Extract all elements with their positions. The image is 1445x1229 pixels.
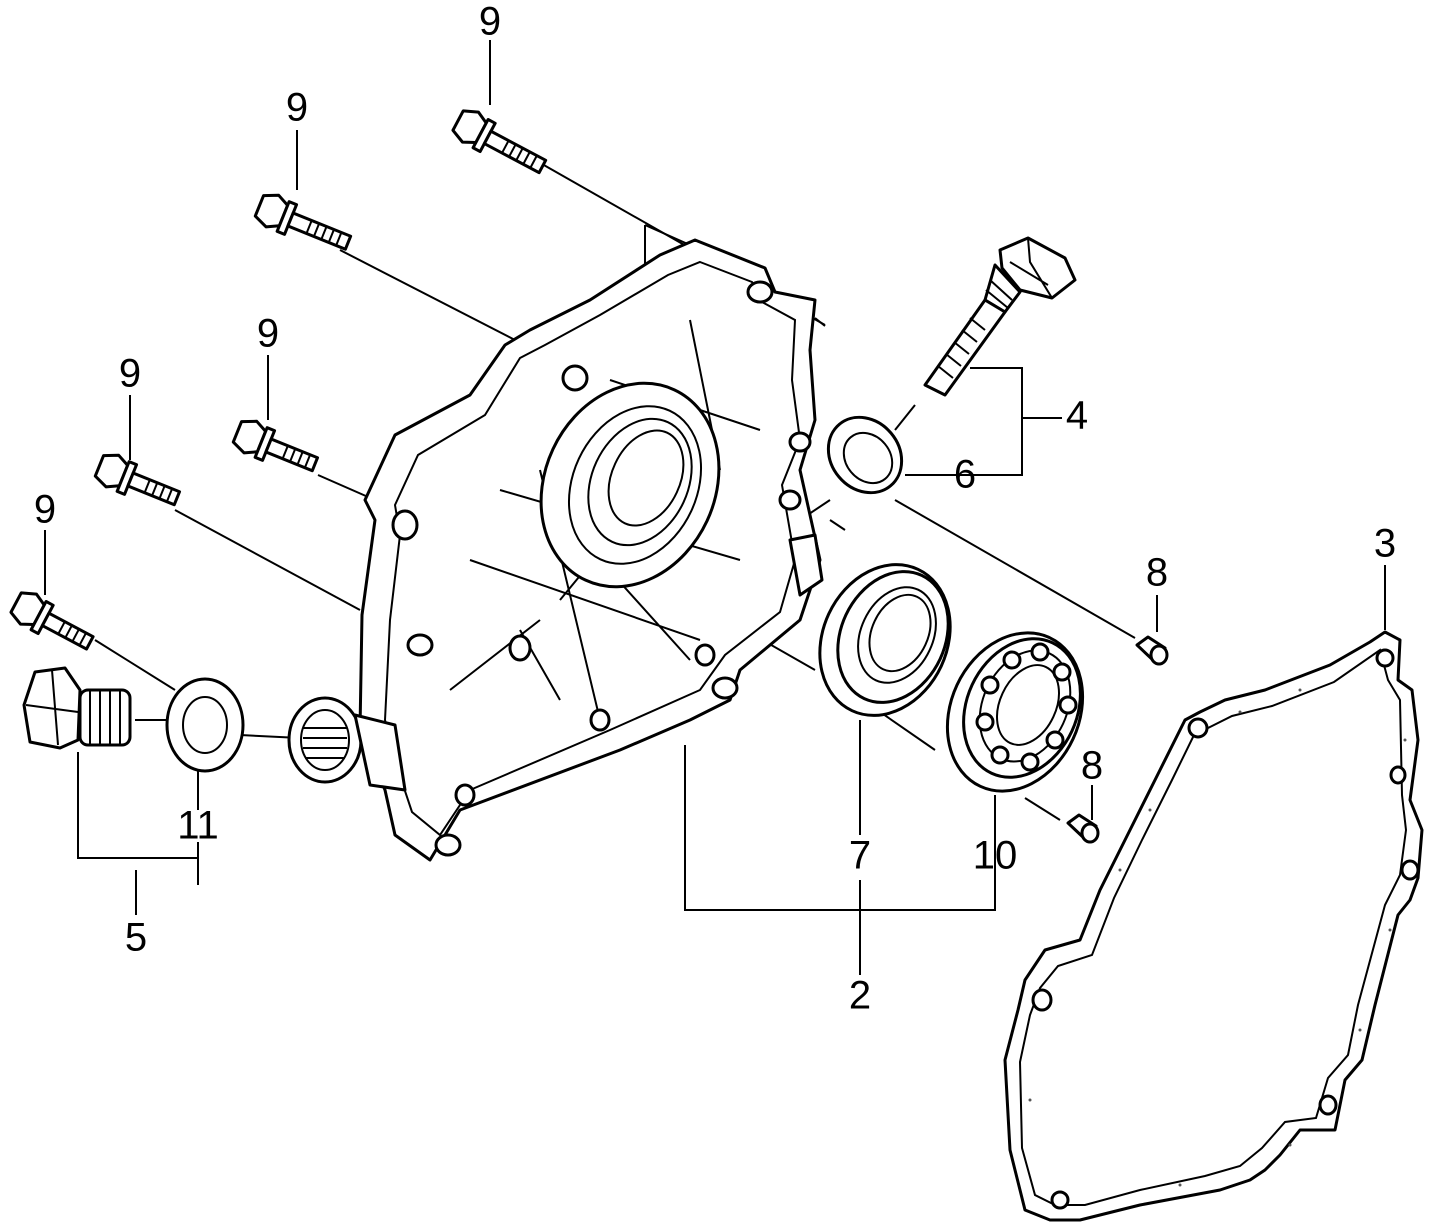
ball-bearing [945, 631, 1085, 793]
callout-6: 6 [954, 453, 976, 497]
callout-9-left: 9 [119, 352, 141, 396]
breather-seal [826, 415, 904, 495]
dowel-pins [1066, 635, 1169, 844]
bolt-upper-left [253, 193, 353, 251]
callout-7: 7 [849, 834, 871, 878]
drain-washer [165, 677, 245, 773]
dipstick [923, 236, 1077, 397]
leader-lines [44, 40, 1386, 975]
callout-4: 4 [1066, 394, 1088, 438]
callout-2: 2 [849, 974, 871, 1018]
bolt-top [451, 109, 548, 175]
flange-bolts [9, 109, 548, 651]
bolt-middle [231, 419, 320, 473]
callout-11: 11 [177, 804, 219, 848]
callout-labels: 9 9 9 9 9 4 6 3 8 8 7 10 2 11 5 [34, 0, 1396, 1018]
bolt-left [93, 453, 182, 507]
dowel-upper [1135, 635, 1169, 666]
callout-9-lower-left: 9 [34, 488, 56, 532]
callout-9-top: 9 [479, 0, 501, 44]
crankcase-cover [287, 238, 824, 862]
callout-8-upper: 8 [1146, 551, 1168, 595]
callout-9-upper-left: 9 [286, 86, 308, 130]
drain-plug [22, 666, 132, 750]
bolt-lower-left [9, 591, 95, 651]
callout-3: 3 [1374, 522, 1396, 566]
dowel-lower [1066, 813, 1100, 844]
callout-5: 5 [125, 916, 147, 960]
callout-10: 10 [973, 834, 1018, 878]
gasket [1003, 630, 1424, 1222]
callout-8-lower: 8 [1081, 744, 1103, 788]
callout-9-middle: 9 [257, 312, 279, 356]
oil-seal [818, 563, 952, 717]
